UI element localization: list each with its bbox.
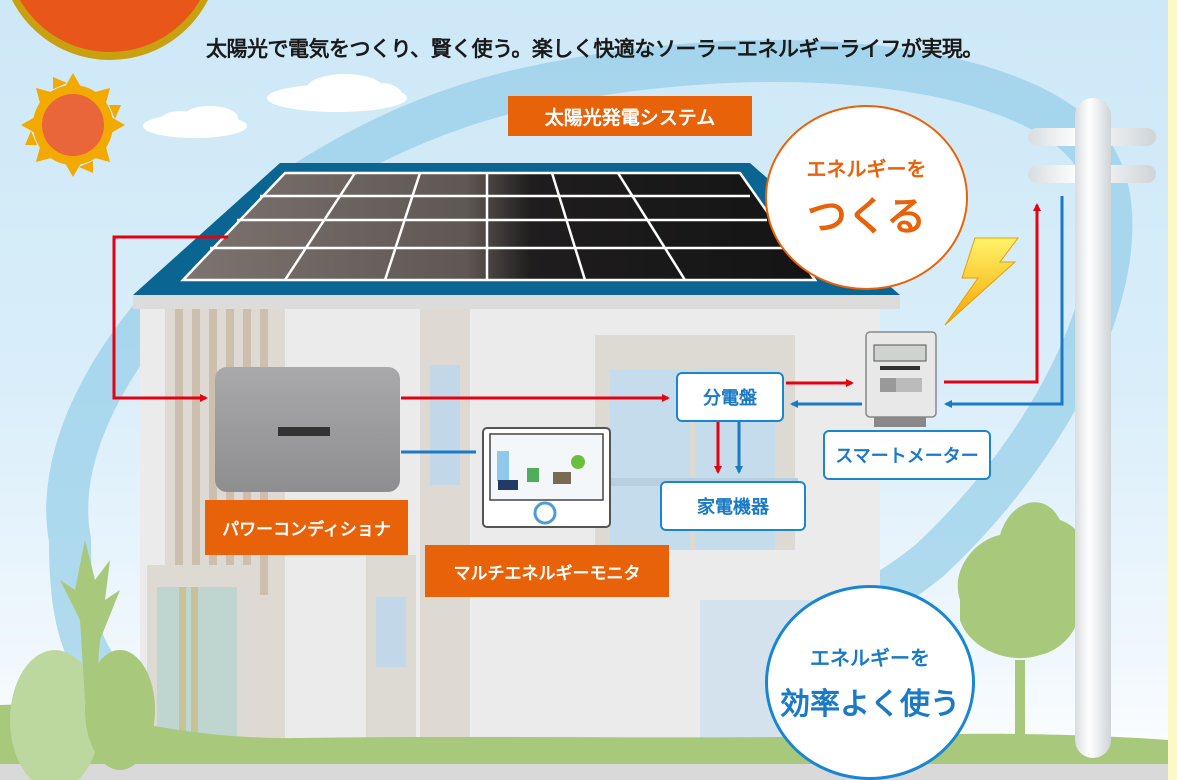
right-edge-strip (1168, 0, 1177, 780)
headline: 太陽光で電気をつくり、賢く使う。楽しく快適なソーラーエネルギーライフが実現。 (206, 37, 983, 61)
ground-strip (0, 764, 1168, 780)
energy-monitor-icon (482, 427, 611, 528)
solar-panel-icon (180, 171, 818, 282)
circle-create-line2: つくる (806, 194, 927, 240)
smart-meter-icon (865, 331, 937, 427)
arrow-meter-to-grid (944, 203, 1041, 384)
flow-arrows (112, 196, 1064, 474)
label-solar-system: 太陽光発電システム (508, 96, 752, 136)
tree (957, 502, 1087, 740)
label-energy-monitor: マルチエネルギーモニタ (425, 545, 669, 597)
lightning-icon (944, 237, 1019, 326)
circle-use-line2: 効率よく使う (780, 687, 960, 722)
arrow-grid-to-meter (944, 196, 1064, 408)
utility-pole-icon (1028, 98, 1156, 758)
circle-use-energy: エネルギーを 効率よく使う (765, 585, 975, 780)
power-conditioner-icon (215, 367, 400, 492)
circle-use-line1: エネルギーを (810, 646, 930, 670)
arrow-panel-to-pc (112, 235, 228, 402)
label-appliances: 家電機器 (660, 481, 806, 531)
shrubs (10, 540, 155, 780)
clouds (143, 74, 407, 138)
circle-create-line1: エネルギーを (806, 157, 927, 181)
sun-icon (21, 73, 125, 177)
label-distribution-board: 分電盤 (676, 372, 784, 422)
circle-create-energy: エネルギーを つくる (765, 105, 968, 290)
label-power-conditioner: パワーコンディショナ (205, 500, 408, 555)
large-sun-badge (12, 0, 208, 60)
label-smart-meter: スマートメーター (823, 430, 991, 480)
